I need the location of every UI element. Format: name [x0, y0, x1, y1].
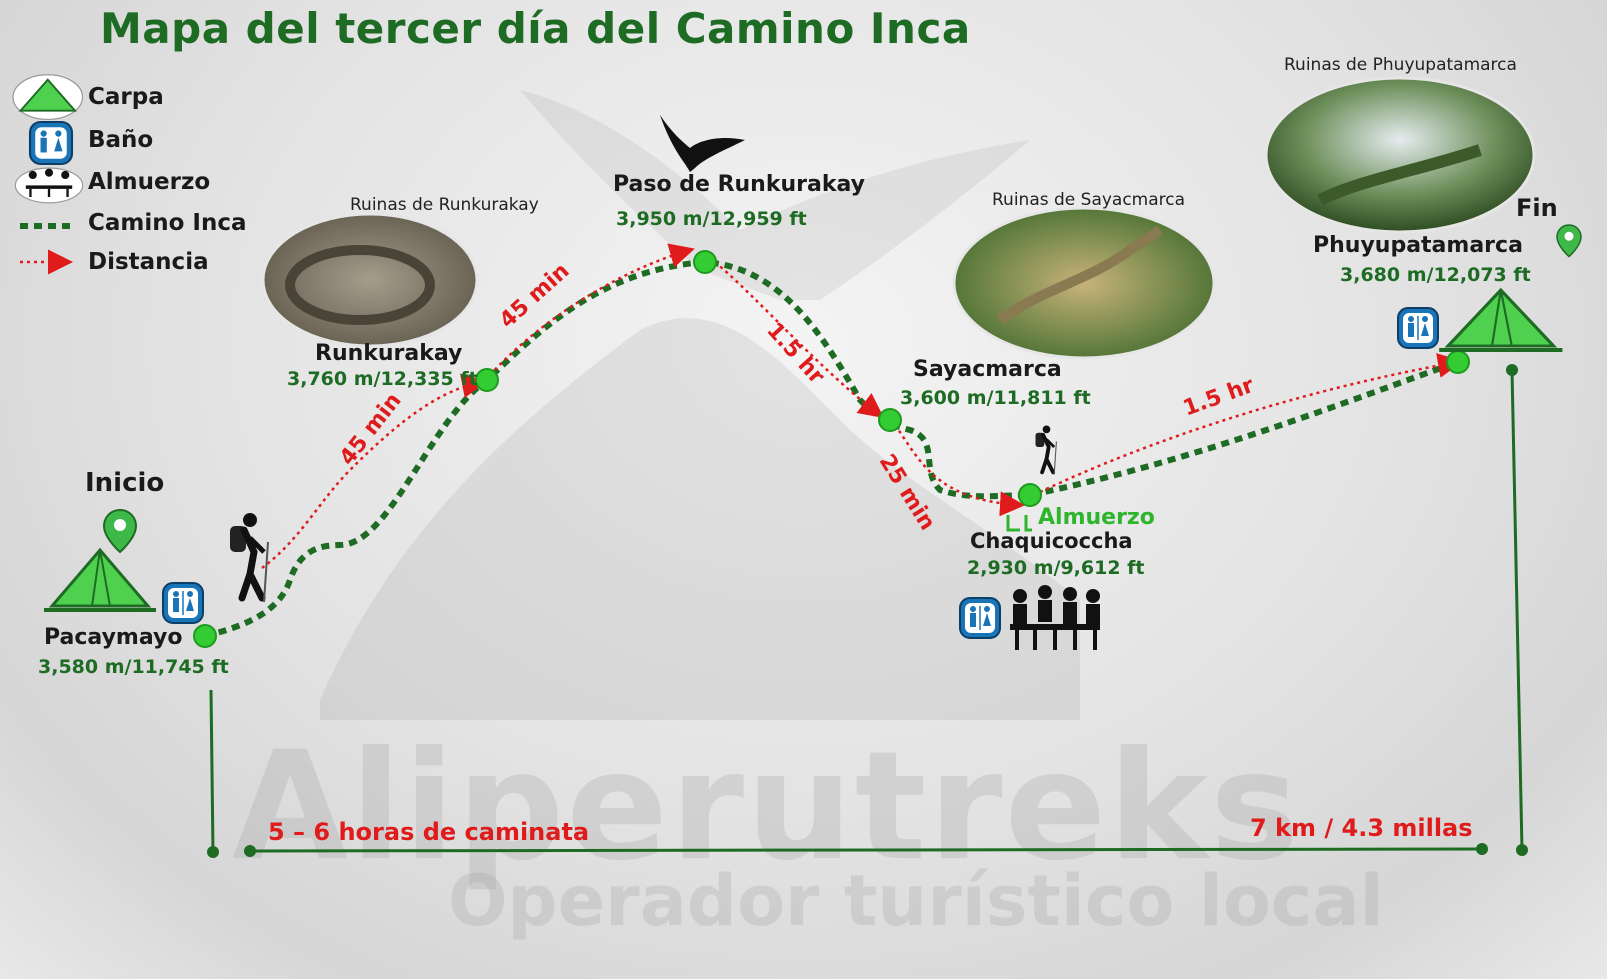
condor-watermark: [520, 90, 1030, 300]
start-pin-icon: [103, 509, 137, 553]
background-mountain: [320, 318, 1080, 720]
elevation-phuyupatamarca: 3,680 m/12,073 ft: [1340, 264, 1531, 286]
elevation-paso-runkurakay: 3,950 m/12,959 ft: [616, 208, 807, 230]
ruin-wall-detail: [285, 245, 435, 325]
point-sayacmarca[interactable]: [878, 408, 902, 432]
condor-icon: [660, 115, 745, 172]
distance-segment: [893, 424, 1025, 517]
baseline-dot: [207, 846, 219, 858]
start-label: Inicio: [85, 468, 165, 498]
summary-baseline: [249, 847, 1484, 853]
baseline-dot: [1516, 844, 1528, 856]
watermark-tagline: Operador turístico local: [448, 860, 1384, 942]
point-runkurakay[interactable]: [475, 368, 499, 392]
legend-label-distancia: Distancia: [88, 249, 209, 275]
legend-tent-icon: [12, 74, 84, 121]
distance-segment: [1039, 353, 1463, 494]
lunch-marker-icon: [1006, 515, 1032, 532]
elevation-chaquicoccha: 2,930 m/9,612 ft: [967, 557, 1145, 579]
map-title: Mapa del tercer día del Camino Inca: [100, 4, 971, 53]
place-chaquicoccha: Chaquicoccha: [970, 529, 1133, 553]
lunch-label: Almuerzo: [1038, 505, 1155, 530]
caption-ruinas-phuyupatamarca: Ruinas de Phuyupatamarca: [1284, 55, 1517, 75]
restroom-icon: [959, 597, 1001, 639]
point-pacaymayo[interactable]: [193, 624, 217, 648]
caption-ruinas-runkurakay: Ruinas de Runkurakay: [350, 195, 539, 215]
distance-segment: [489, 243, 695, 376]
point-paso-runkurakay[interactable]: [693, 250, 717, 274]
place-phuyupatamarca: Phuyupatamarca: [1313, 233, 1523, 258]
start-vertical: [209, 689, 215, 853]
summary-time: 5 – 6 horas de caminata: [268, 818, 590, 846]
end-label: Fin: [1516, 194, 1558, 222]
elevation-sayacmarca: 3,600 m/11,811 ft: [900, 387, 1091, 409]
baseline-dot: [1476, 843, 1488, 855]
place-pacaymayo: Pacaymayo: [44, 625, 183, 650]
summary-distance: 7 km / 4.3 millas: [1250, 814, 1473, 842]
distance-segment: [261, 373, 487, 570]
watermark-brand: Aliperutreks: [232, 720, 1302, 894]
caption-ruinas-sayacmarca: Ruinas de Sayacmarca: [992, 190, 1186, 210]
point-phuyupatamarca[interactable]: [1446, 350, 1470, 374]
legend-label-carpa: Carpa: [88, 84, 164, 110]
legend-restroom-icon: [28, 120, 74, 166]
end-vertical: [1510, 369, 1524, 851]
point-chaquicoccha[interactable]: [1018, 483, 1042, 507]
ruin-wall-detail: [997, 225, 1163, 325]
baseline-dot: [244, 845, 256, 857]
ruinas-sayacmarca-image[interactable]: [952, 206, 1216, 360]
ruinas-phuyupatamarca-image[interactable]: [1264, 76, 1536, 234]
lunch-icon: [1010, 585, 1100, 650]
distance-segment: [714, 261, 884, 419]
legend-lunch-icon: [14, 167, 84, 204]
restroom-icon: [162, 582, 204, 624]
tent-icon: [1439, 290, 1562, 350]
ruin-wall-detail: [1317, 144, 1482, 206]
place-paso-runkurakay: Paso de Runkurakay: [613, 172, 865, 197]
elevation-runkurakay: 3,760 m/12,335 ft: [287, 368, 478, 390]
legend-label-bano: Baño: [88, 127, 154, 153]
place-sayacmarca: Sayacmarca: [913, 357, 1062, 382]
hiker-icon: [1033, 423, 1059, 477]
elevation-pacaymayo: 3,580 m/11,745 ft: [38, 656, 229, 678]
legend-label-camino-inca: Camino Inca: [88, 210, 247, 236]
tent-icon: [42, 548, 158, 612]
legend-label-almuerzo: Almuerzo: [88, 169, 211, 195]
hiker-icon: [230, 513, 268, 602]
restroom-icon: [1397, 307, 1439, 349]
baseline-dot: [1506, 364, 1518, 376]
place-runkurakay: Runkurakay: [315, 341, 463, 366]
end-pin-icon: [1556, 224, 1582, 258]
